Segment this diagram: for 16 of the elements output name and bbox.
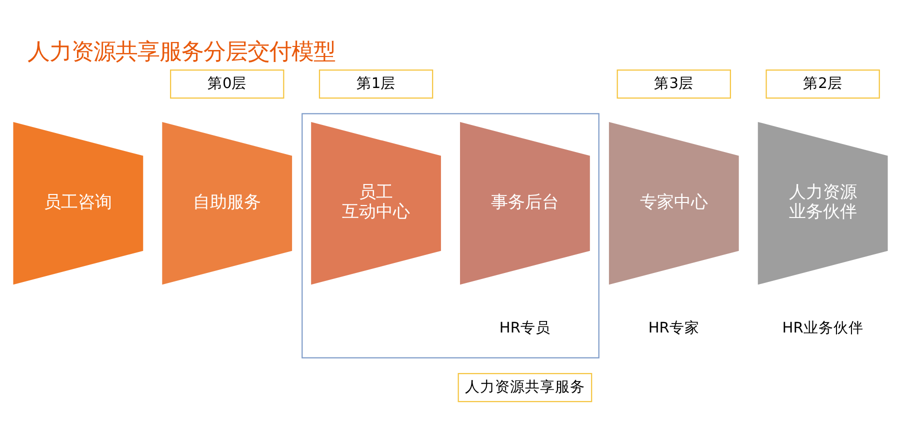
node-box: 自助服务 bbox=[162, 122, 292, 285]
diagram-title: 人力资源共享服务分层交付模型 bbox=[27, 38, 336, 65]
node-box: 第2层 bbox=[765, 70, 880, 99]
node-label: HR专员 bbox=[498, 320, 550, 337]
node-label: HR业务伙伴 bbox=[782, 320, 863, 337]
node-box: 第1层 bbox=[318, 70, 433, 99]
node-box: 人力资源业务伙伴 bbox=[757, 122, 888, 285]
node-box: 专家中心 bbox=[608, 122, 738, 285]
node-box: 事务后台 bbox=[460, 122, 590, 285]
node-box: 第3层 bbox=[616, 70, 730, 99]
node-box: 人力资源共享服务 bbox=[457, 372, 592, 402]
cluster bbox=[301, 113, 599, 358]
node-box: 员工互动中心 bbox=[310, 122, 440, 285]
node-box: 第0层 bbox=[170, 70, 284, 99]
node-box: 员工咨询 bbox=[12, 122, 143, 285]
node-label: HR专家 bbox=[648, 320, 699, 337]
